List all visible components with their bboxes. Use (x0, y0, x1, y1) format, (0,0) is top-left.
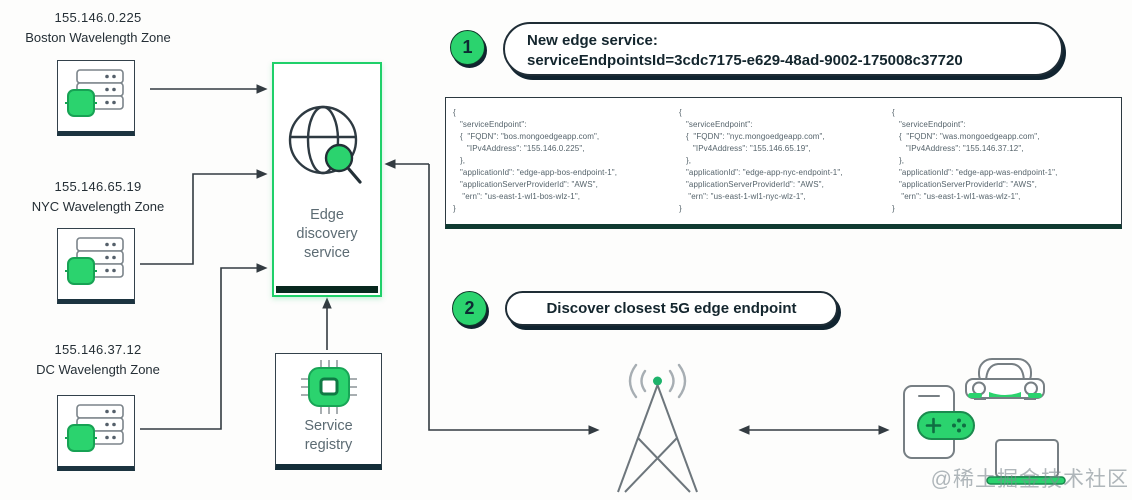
zone-box-nyc (57, 228, 135, 304)
globe-search-icon (288, 105, 362, 184)
zone-label-boston: 155.146.0.225 Boston Wavelength Zone (0, 8, 196, 48)
code-snippet-bos: { "serviceEndpoint": { "FQDN": "bos.mong… (453, 108, 618, 213)
zone-name-boston: Boston Wavelength Zone (25, 30, 171, 46)
step-1-badge: 1 (450, 30, 485, 65)
zone-name-nyc: NYC Wavelength Zone (31, 199, 165, 215)
laptop-icon (986, 439, 1066, 485)
cell-tower-icon (617, 363, 698, 493)
watermark: @稀土掘金技术社区 (930, 468, 1129, 491)
service-endpoints-code-panel: { "serviceEndpoint": { "FQDN": "bos.mong… (445, 97, 1122, 229)
zone-name-dc: DC Wavelength Zone (36, 362, 160, 378)
service-registry-box: Service registry (275, 353, 382, 470)
step-1-line2: serviceEndpointsId=3cdc7175-e629-48ad-90… (527, 52, 963, 70)
zone-ip-dc: 155.146.37.12 (54, 342, 142, 357)
arrow-nyc-to-edge (140, 169, 268, 265)
zone-box-boston (57, 60, 135, 136)
edge-discovery-service-box: Edge discovery service (272, 62, 382, 297)
zone-label-dc: 155.146.37.12 DC Wavelength Zone (0, 340, 196, 380)
code-snippet-nyc: { "serviceEndpoint": { "FQDN": "nyc.mong… (679, 108, 843, 213)
step-1-line1: New edge service: (527, 32, 658, 49)
zone-ip-nyc: 155.146.65.19 (54, 179, 142, 194)
phone-gamepad-icon (903, 385, 975, 459)
server-icon (65, 237, 124, 285)
edge-service-label: Edge discovery service (296, 207, 358, 262)
zone-ip-boston: 155.146.0.225 (54, 10, 142, 25)
arrow-dc-to-edge (140, 263, 268, 430)
zone-label-nyc: 155.146.65.19 NYC Wavelength Zone (0, 177, 196, 217)
arrow-connector-to-tower (428, 164, 600, 435)
step-1-callout: New edge service: serviceEndpointsId=3cd… (503, 22, 1063, 76)
server-icon (65, 404, 124, 452)
step-2-badge: 2 (452, 291, 487, 326)
step-2-callout: Discover closest 5G edge endpoint (505, 291, 838, 326)
service-registry-label: Service registry (304, 418, 353, 453)
server-icon (65, 69, 124, 117)
edge-box-accent-bar (276, 286, 378, 293)
code-snippet-was: { "serviceEndpoint": { "FQDN": "was.mong… (892, 108, 1058, 213)
chip-icon (300, 360, 357, 414)
car-icon (965, 358, 1045, 400)
zone-box-dc (57, 395, 135, 471)
